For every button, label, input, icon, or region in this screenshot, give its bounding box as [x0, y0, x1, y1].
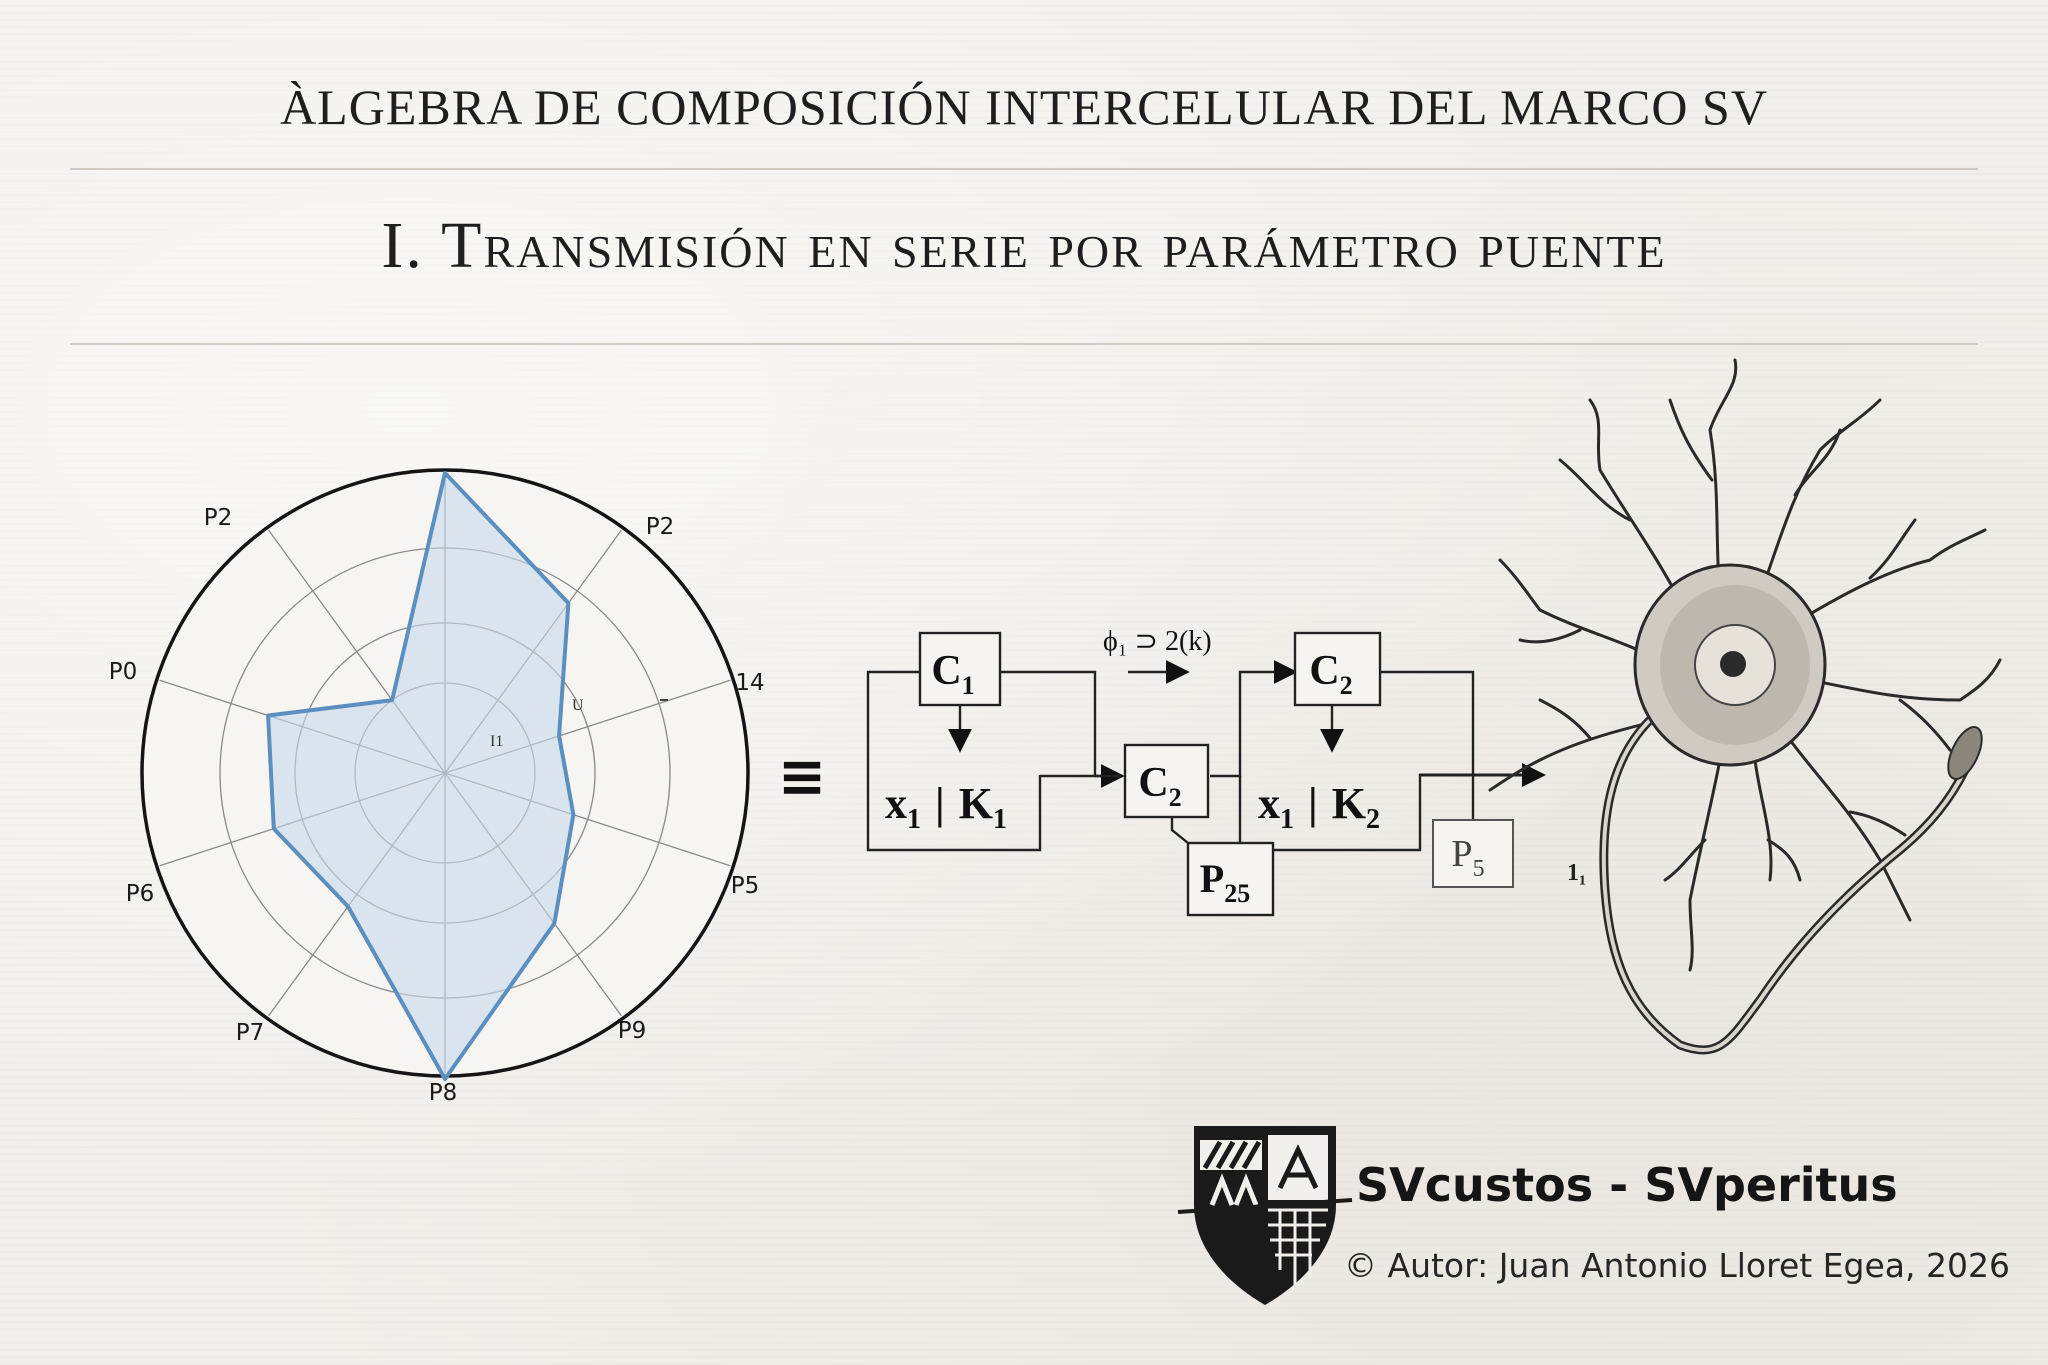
- radar-axis-label: P6: [126, 881, 155, 907]
- block-c2-left-label: C2: [1138, 760, 1181, 812]
- block-c1-label: C1: [931, 648, 974, 700]
- block-p5: [1432, 819, 1514, 888]
- connector-line: [1380, 670, 1475, 820]
- logo-wing-icon: [1177, 1198, 1353, 1214]
- radar-axis-label: P0: [109, 659, 138, 685]
- neuron-nucleolus: [1720, 651, 1746, 677]
- radar-axis-label: 14: [735, 670, 764, 696]
- block-x1k2-label: x1|K2: [1258, 779, 1380, 835]
- logo-grid-icon: [1268, 1208, 1328, 1285]
- block-p25: [1186, 841, 1275, 917]
- radar-inner-label: I1: [490, 733, 503, 750]
- neuron-illustration: [1488, 358, 2002, 1055]
- connector-line: [1210, 776, 1242, 852]
- connector-line: [1170, 815, 1189, 844]
- radar-axis-label: P9: [618, 1018, 647, 1044]
- neuron-label: 1₁: [1567, 860, 1586, 886]
- copyright-text: © Autor: Juan Antonio Lloret Egea, 2026: [1344, 1246, 2010, 1285]
- block-p5-label: P5: [1451, 833, 1484, 882]
- block-c1: [918, 631, 1002, 707]
- brand-name: SVcustos - SVperitus: [1356, 1158, 1898, 1212]
- connector-line: [1000, 670, 1097, 776]
- divider-bottom: [70, 343, 1978, 345]
- radar-chart: U I1 P2 P2 14 P5 P9 P8 P7 P6 P0: [109, 468, 765, 1106]
- block-c2-left: [1123, 743, 1210, 819]
- radar-axis-label: P2: [204, 505, 233, 531]
- radar-axis-label: P2: [646, 514, 675, 540]
- equivalence-symbol: ≡: [778, 742, 827, 810]
- block-c2-top-label: C2: [1309, 648, 1352, 700]
- divider-top: [70, 168, 1978, 170]
- block-diagram-boxes: C1 x1|K1 C2 ϕ₁ ⊃ 2(k) C2 x1|K2 P25 P5: [885, 626, 1514, 917]
- logo-hatch-lines-icon: [1202, 1140, 1262, 1170]
- block-p25-label: P25: [1200, 856, 1250, 908]
- supertitle: ÀLGEBRA DE COMPOSICIÓN INTERCELULAR DEL …: [280, 79, 1768, 135]
- page-title: I. Transmisión en serie por parámetro pu…: [381, 209, 1667, 282]
- block-c2-top: [1293, 631, 1382, 707]
- radar-data-polygon: [266, 471, 576, 1081]
- radar-axis-label: P5: [731, 873, 760, 899]
- svcustos-logo: [1177, 1126, 1353, 1305]
- connector-line: [866, 670, 1042, 852]
- block-x1k1-label: x1|K1: [885, 779, 1007, 835]
- neuron-axon-inner: [1601, 718, 1967, 1052]
- neuron-terminal: [1947, 726, 1983, 780]
- neuron-axon: [1599, 715, 1970, 1055]
- radar-axis-label: P8: [429, 1080, 458, 1106]
- phi-label: ϕ₁ ⊃ 2(k): [1103, 626, 1212, 657]
- logo-compass-icon: [1277, 1144, 1319, 1190]
- radar-axis-label: P7: [236, 1020, 265, 1046]
- logo-figures-icon: [1209, 1173, 1259, 1206]
- radar-inner-label: U: [572, 697, 584, 714]
- block-diagram: [866, 660, 1546, 852]
- connector-line: [1210, 660, 1298, 778]
